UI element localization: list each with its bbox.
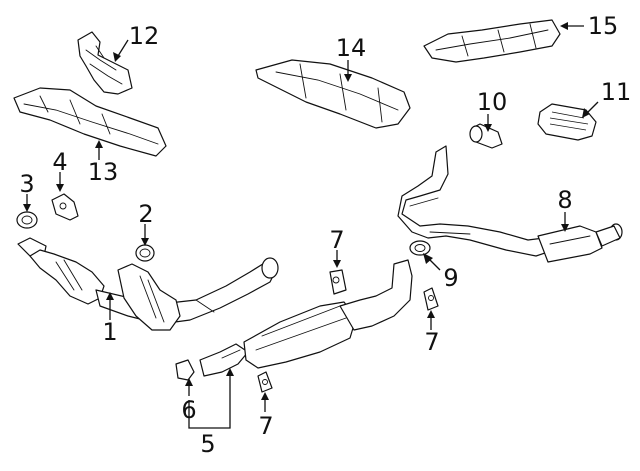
arrow-10 [484,114,492,132]
callout-5: 5 [200,430,215,458]
arrow-2 [141,224,149,246]
callout-7c: 7 [258,412,273,440]
heat-shield-13 [13,87,167,157]
callout-14: 14 [336,34,367,62]
arrow-7b [427,310,435,330]
callout-8: 8 [557,186,572,214]
callout-7a: 7 [329,226,344,254]
hanger-7c [257,371,273,393]
hanger-7a [329,269,347,295]
callout-3: 3 [19,170,34,198]
bracket-4 [51,193,79,221]
arrow-1 [106,292,114,320]
arrow-7a [333,250,341,268]
arrow-9 [423,253,441,271]
callout-12: 12 [129,22,160,50]
arrow-12 [113,39,129,62]
callout-15: 15 [588,12,619,40]
hanger-6 [175,359,195,381]
callout-10: 10 [477,88,508,116]
heat-shield-12 [77,31,133,95]
hanger-11 [537,103,597,141]
arrow-3 [23,194,31,212]
muffler-pipe-5 [199,259,413,377]
gasket-9 [409,240,431,256]
callout-7b: 7 [424,328,439,356]
callout-13: 13 [88,158,119,186]
arrow-4 [56,172,64,192]
callout-9: 9 [443,264,458,292]
arrow-14 [344,60,352,82]
arrow-6 [185,378,193,396]
arrow-13 [95,140,103,160]
gasket-3 [16,211,38,229]
callout-4: 4 [52,148,67,176]
arrow-8 [561,212,569,232]
heat-shield-15 [423,19,561,63]
hanger-7b [423,287,439,311]
callout-1: 1 [102,318,117,346]
rear-muffler-8 [397,145,623,263]
catalytic-converter-1 [17,237,279,331]
arrow-15 [560,22,584,30]
bracket-10 [469,123,503,149]
heat-shield-14 [255,59,411,129]
callout-6: 6 [181,396,196,424]
gasket-2 [135,244,155,262]
callout-2: 2 [138,200,153,228]
callout-11: 11 [601,78,632,106]
arrow-5 [188,368,234,429]
arrow-7c [261,392,269,412]
arrow-11 [582,101,599,118]
